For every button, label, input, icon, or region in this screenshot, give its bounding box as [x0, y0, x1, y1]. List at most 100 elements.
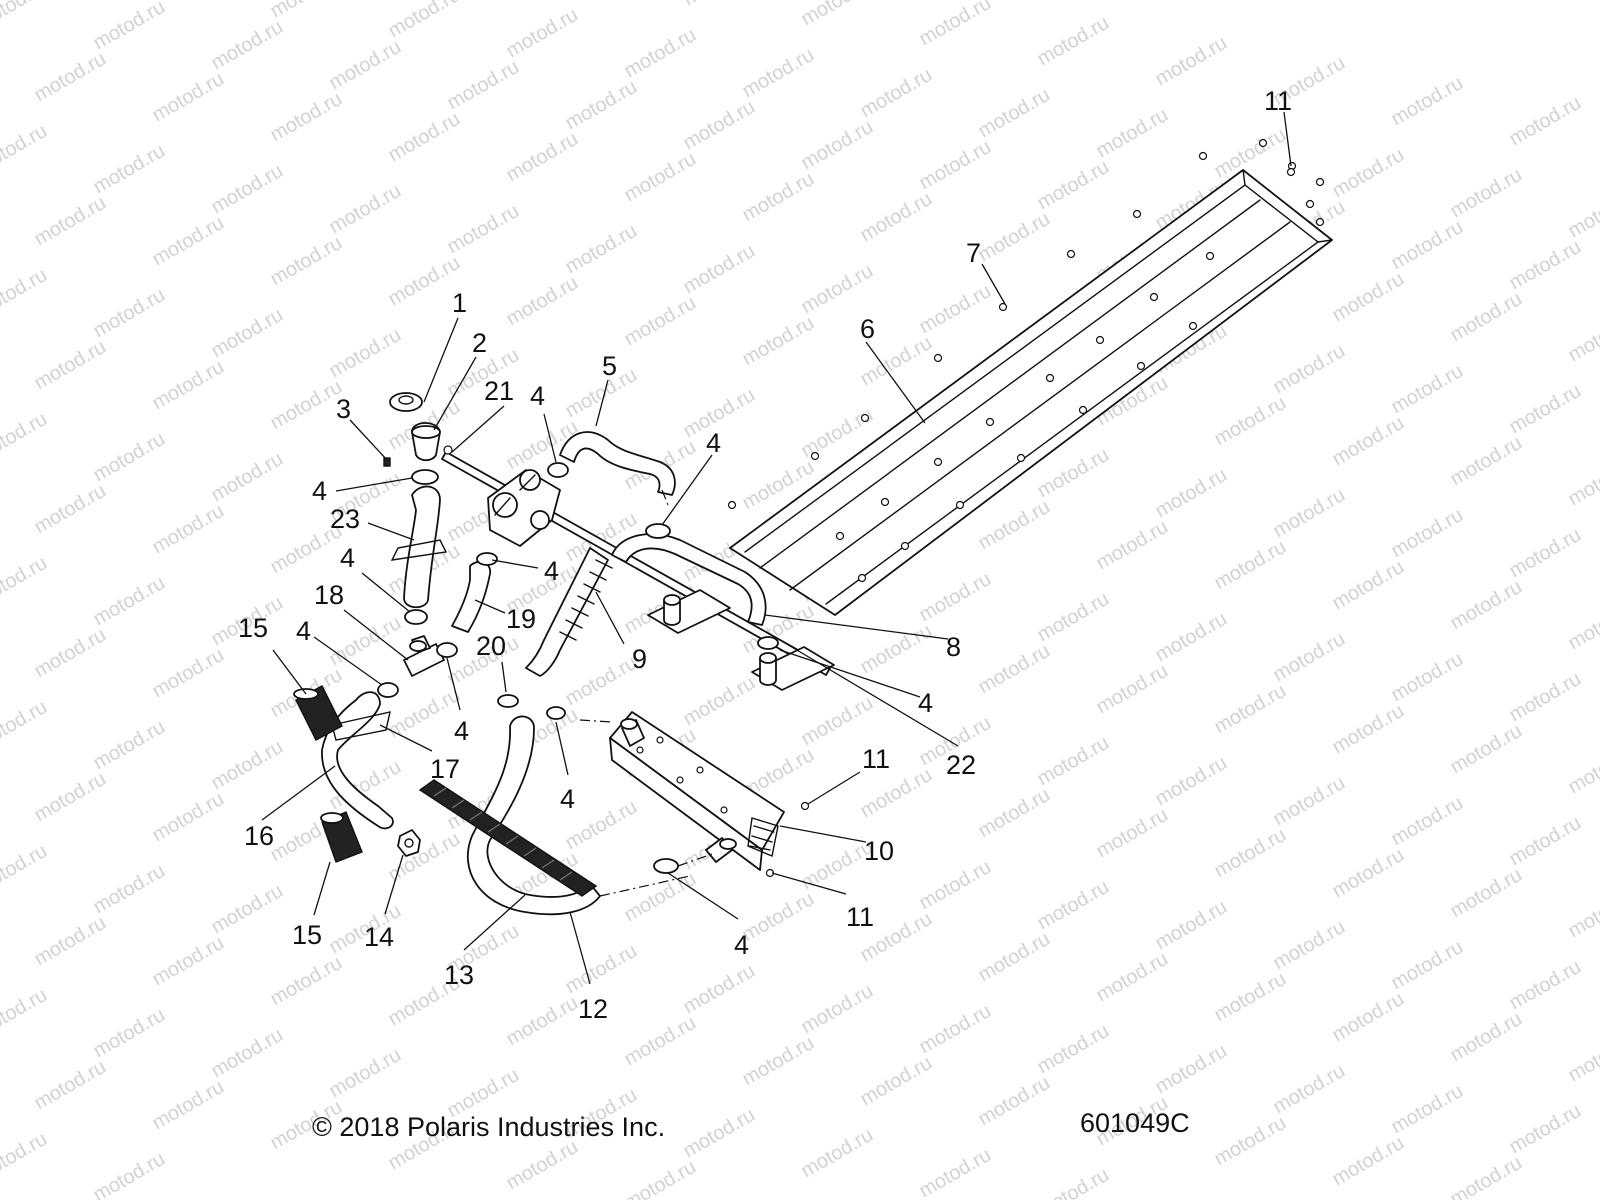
watermark-text: motod.ru: [1506, 380, 1585, 439]
watermark-text: motod.ru: [562, 220, 641, 279]
watermark-text: motod.ru: [1565, 308, 1600, 367]
watermark-text: motod.ru: [798, 260, 877, 319]
watermark-text: motod.ru: [621, 868, 700, 927]
watermark-text: motod.ru: [916, 280, 995, 339]
hose-clamps: [377, 462, 779, 874]
watermark-text: motod.ru: [326, 612, 405, 671]
hose-23: [390, 485, 448, 609]
watermark-text: motod.ru: [503, 992, 582, 1051]
watermark-text: motod.ru: [1270, 484, 1349, 543]
watermark-text: motod.ru: [326, 1044, 405, 1103]
callout-4: 4: [734, 930, 749, 960]
watermark-text: motod.ru: [621, 292, 700, 351]
watermark-text: motod.ru: [267, 952, 346, 1011]
watermark-text: motod.ru: [149, 644, 228, 703]
watermark-text: motod.ru: [1329, 144, 1408, 203]
watermark-text: motod.ru: [1093, 660, 1172, 719]
watermark-text: motod.ru: [1388, 648, 1467, 707]
heat-exchanger-10: [609, 711, 785, 871]
watermark-text: motod.ru: [1152, 608, 1231, 667]
watermark-text: motod.ru: [621, 24, 700, 83]
watermark-text: motod.ru: [1388, 504, 1467, 563]
watermark-text: motod.ru: [267, 0, 346, 22]
copyright-notice: © 2018 Polaris Industries Inc.: [312, 1112, 666, 1142]
watermark-text: motod.ru: [975, 928, 1054, 987]
watermark-text: motod.ru: [975, 496, 1054, 555]
watermark-text: motod.ru: [31, 768, 110, 827]
watermark-text: motod.ru: [31, 1056, 110, 1115]
watermark-text: motod.ru: [975, 784, 1054, 843]
callout-15: 15: [238, 613, 268, 643]
watermark-text: motod.ru: [31, 336, 110, 395]
watermark-text: motod.ru: [1506, 1100, 1585, 1159]
watermark-text: motod.ru: [31, 192, 110, 251]
callout-11: 11: [1264, 86, 1292, 116]
corrugated-hose-9: [525, 547, 613, 677]
watermark-text: motod.ru: [621, 1012, 700, 1071]
watermark-text: motod.ru: [975, 84, 1054, 143]
watermark-text: motod.ru: [0, 1128, 51, 1187]
watermark-text: motod.ru: [1565, 596, 1600, 655]
watermark-text: motod.ru: [90, 0, 169, 54]
watermark-text: motod.ru: [503, 128, 582, 187]
callout-4: 4: [530, 381, 545, 411]
watermark-text: motod.ru: [1329, 1132, 1408, 1191]
watermark-text: motod.ru: [680, 1104, 759, 1163]
callout-4: 4: [312, 476, 327, 506]
watermark-text: motod.ru: [31, 624, 110, 683]
watermark-text: motod.ru: [1270, 340, 1349, 399]
watermark-text: motod.ru: [621, 148, 700, 207]
watermark-text: motod.ru: [503, 1136, 582, 1195]
watermark-text: motod.ru: [1093, 516, 1172, 575]
watermark-text: motod.ru: [503, 4, 582, 63]
callout-18: 18: [314, 580, 344, 610]
watermark-text: motod.ru: [1506, 956, 1585, 1015]
leader-lines: [261, 111, 1292, 985]
watermark-text: motod.ru: [680, 960, 759, 1019]
watermark-text: motod.ru: [916, 136, 995, 195]
watermark-text: motod.ru: [1388, 1080, 1467, 1139]
watermark-text: motod.ru: [1329, 844, 1408, 903]
watermark-text: motod.ru: [1270, 628, 1349, 687]
callout-12: 12: [578, 994, 608, 1024]
watermark-text: motod.ru: [0, 696, 51, 755]
tee-fitting-18: [403, 635, 445, 677]
watermark-text: motod.ru: [267, 88, 346, 147]
watermark-text: motod.ru: [1565, 452, 1600, 511]
watermark-text: motod.ru: [1093, 104, 1172, 163]
watermark-text: motod.ru: [975, 208, 1054, 267]
watermark-text: motod.ru: [1506, 524, 1585, 583]
watermark-text: motod.ru: [444, 56, 523, 115]
watermark-text: motod.ru: [1506, 236, 1585, 295]
watermark-text: motod.ru: [1329, 988, 1408, 1047]
watermark-text: motod.ru: [1565, 884, 1600, 943]
watermark-text: motod.ru: [1447, 864, 1526, 923]
watermark-text: motod.ru: [1152, 32, 1231, 91]
watermark-text: motod.ru: [739, 44, 818, 103]
watermark-text: motod.ru: [1447, 1152, 1526, 1200]
watermark-text: motod.ru: [916, 568, 995, 627]
callout-6: 6: [860, 314, 875, 344]
watermark-text: motod.ru: [562, 76, 641, 135]
watermark-text: motod.ru: [1506, 812, 1585, 871]
tunnel-bolts: [727, 138, 1325, 583]
watermark-text: motod.ru: [680, 240, 759, 299]
watermark-text: motod.ru: [1447, 288, 1526, 347]
watermark-text: motod.ru: [0, 552, 51, 611]
callout-1: 1: [452, 288, 467, 318]
watermark-text: motod.ru: [444, 200, 523, 259]
watermark-text: motod.ru: [1447, 164, 1526, 223]
watermark-text: motod.ru: [562, 940, 641, 999]
watermark-text: motod.ru: [1329, 268, 1408, 327]
watermark-text: motod.ru: [739, 1032, 818, 1091]
watermark-text: motod.ru: [90, 140, 169, 199]
watermark-text: motod.ru: [1388, 216, 1467, 275]
callout-4: 4: [296, 616, 311, 646]
watermark-text: motod.ru: [385, 0, 464, 42]
watermark-text: motod.ru: [326, 36, 405, 95]
watermark-text: motod.ru: [1211, 392, 1290, 451]
filler-neck: [383, 392, 441, 467]
watermark-text: motod.ru: [739, 312, 818, 371]
watermark-text: motod.ru: [1388, 936, 1467, 995]
